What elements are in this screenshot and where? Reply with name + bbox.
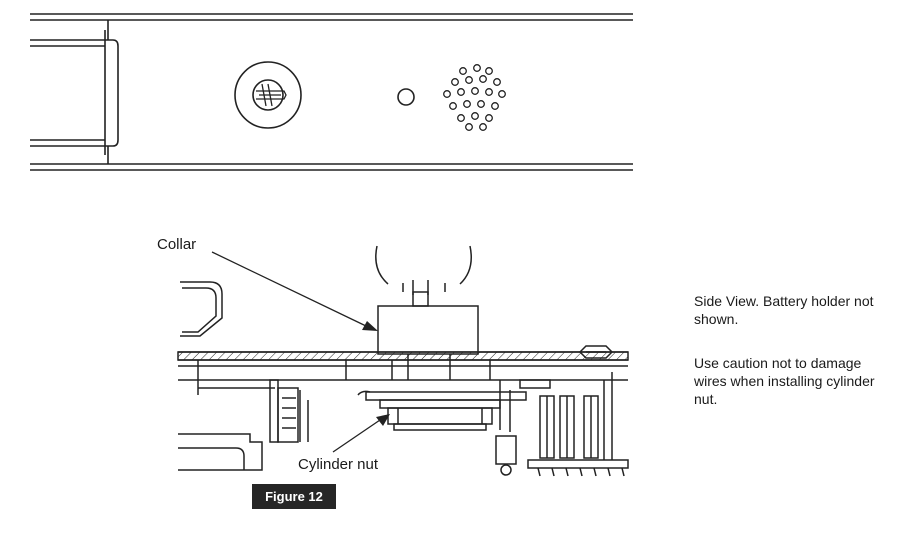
figure-label: Figure 12 [252, 484, 336, 509]
collar-label: Collar [157, 236, 196, 253]
collar-leader [211, 251, 378, 331]
key-cylinder-outer [234, 61, 302, 129]
caution-note: Use caution not to damage wires when ins… [694, 355, 875, 407]
cylinder-nut-leader [332, 414, 390, 453]
cylinder-nut-part [387, 407, 493, 425]
keyway-icon [256, 83, 287, 107]
led-indicator [397, 88, 415, 106]
key-cylinder-inner [252, 79, 284, 111]
collar-part [377, 305, 479, 355]
top-view [30, 13, 633, 171]
side-view-note: Side View. Battery holder not shown. [694, 293, 874, 327]
speaker-grille-icon [443, 64, 506, 131]
side-view [177, 245, 629, 477]
cylinder-nut-label: Cylinder nut [298, 456, 379, 473]
key-bow [375, 245, 472, 285]
